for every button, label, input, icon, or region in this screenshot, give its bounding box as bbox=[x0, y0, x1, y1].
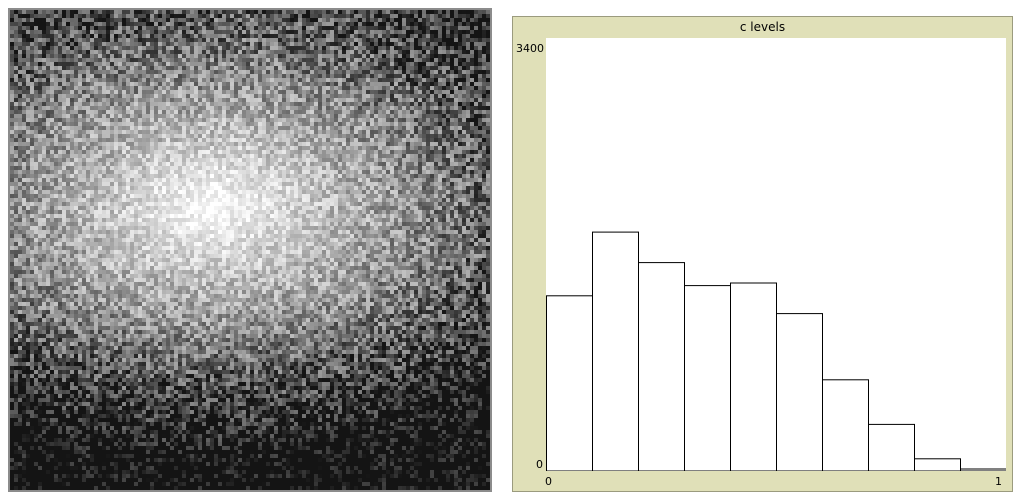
plot-area bbox=[546, 38, 1006, 471]
histogram-bar bbox=[868, 423, 915, 471]
y-axis-min-label: 0 bbox=[536, 458, 543, 471]
world-canvas[interactable] bbox=[10, 10, 490, 490]
histogram-bar bbox=[546, 295, 593, 471]
histogram-bar bbox=[684, 285, 731, 471]
histogram-bar bbox=[776, 313, 823, 471]
histogram-chart bbox=[546, 231, 1006, 471]
histogram-bar bbox=[638, 262, 685, 471]
histogram-bar bbox=[822, 379, 869, 471]
histogram-bar bbox=[960, 468, 1006, 471]
histogram-bar bbox=[730, 282, 777, 471]
x-axis-min-label: 0 bbox=[545, 475, 552, 488]
histogram-bar bbox=[592, 231, 639, 471]
plot-widget: c levels 3400 0 0 1 bbox=[512, 16, 1013, 492]
y-axis-max-label: 3400 bbox=[516, 42, 544, 55]
world-view[interactable] bbox=[8, 8, 492, 492]
histogram-bar bbox=[914, 458, 961, 471]
plot-title: c levels bbox=[739, 20, 786, 34]
x-axis-max-label: 1 bbox=[995, 475, 1002, 488]
